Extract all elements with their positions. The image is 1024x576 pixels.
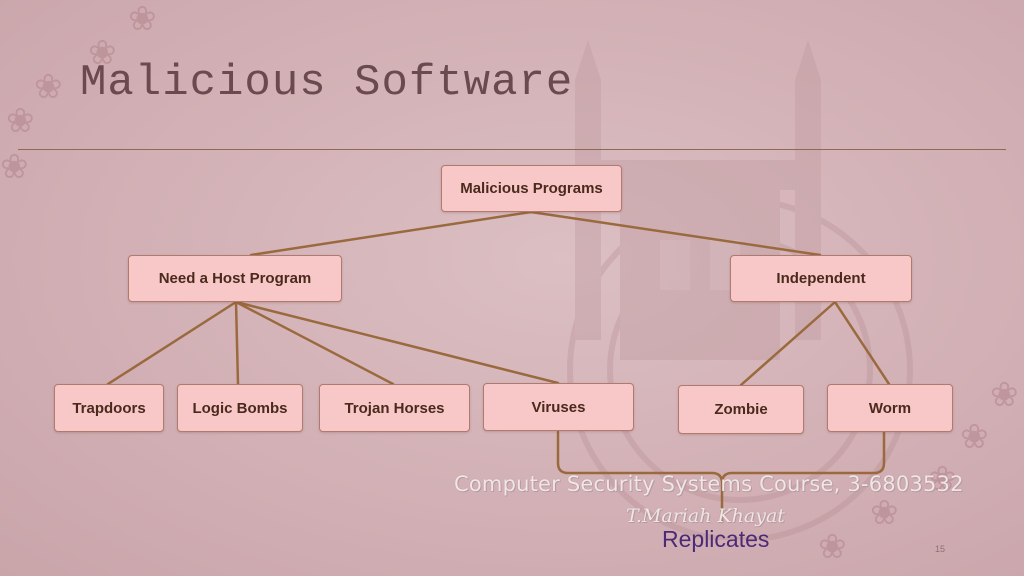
node-independent: Independent (730, 255, 912, 302)
author-watermark-text: T.Mariah Khayat (626, 505, 785, 527)
replicates-label: Replicates (662, 526, 770, 552)
connector-root-independent (529, 210, 822, 257)
node-need-host-program: Need a Host Program (128, 255, 342, 302)
rose-ornament-icon: ❀ (870, 493, 899, 533)
rose-ornament-icon: ❀ (990, 375, 1019, 415)
node-trapdoors: Trapdoors (54, 384, 164, 432)
rose-ornament-icon: ❀ (928, 459, 957, 499)
connector-host-trapdoors (106, 300, 238, 386)
node-viruses: Viruses (483, 383, 634, 431)
page-number: 15 (935, 544, 946, 554)
rose-ornament-icon: ❀ (6, 101, 35, 141)
rose-ornament-icon: ❀ (88, 33, 117, 73)
title-divider (18, 149, 1006, 150)
rose-ornament-icon: ❀ (34, 67, 63, 107)
rose-ornament-icon: ❀ (818, 527, 847, 567)
connector-host-viruses (234, 300, 560, 385)
node-trojan-horses: Trojan Horses (319, 384, 470, 432)
connector-independent-zombie (739, 300, 837, 387)
connector-independent-worm (833, 300, 891, 386)
node-logic-bombs: Logic Bombs (177, 384, 303, 432)
rose-ornament-icon: ❀ (0, 147, 29, 187)
connector-host-trojan-horses (234, 300, 395, 386)
node-malicious-programs: Malicious Programs (441, 165, 622, 212)
connector-root-host (249, 210, 533, 257)
node-zombie: Zombie (678, 385, 804, 434)
node-worm: Worm (827, 384, 953, 432)
connector-host-logic-bombs (234, 300, 240, 386)
rose-ornament-icon: ❀ (960, 417, 989, 457)
slide-title: Malicious Software (80, 58, 574, 108)
course-watermark-text: Computer Security Systems Course, 3-6803… (454, 472, 964, 496)
rose-ornament-icon: ❀ (128, 0, 157, 39)
